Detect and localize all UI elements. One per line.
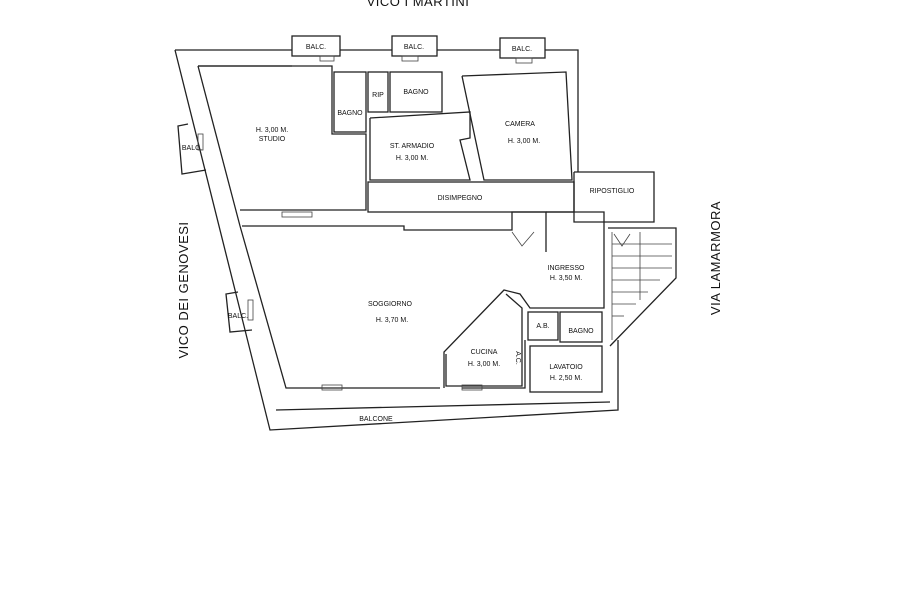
svg-text:H. 2,50 M.: H. 2,50 M. — [550, 375, 582, 382]
street-label-left: VICO DEI GENOVESI — [176, 221, 191, 358]
svg-text:BALC.: BALC. — [404, 44, 424, 51]
balcony-left-1: BALC. — [177, 123, 207, 175]
svg-text:A.B.: A.B. — [536, 323, 549, 330]
svg-text:RIP: RIP — [372, 92, 384, 99]
svg-text:LAVATOIO: LAVATOIO — [549, 364, 583, 371]
balcony-top-1: BALC. — [291, 35, 341, 57]
svg-text:H. 3,00 M.: H. 3,00 M. — [468, 361, 500, 368]
room-cucina: CUCINA H. 3,00 M. A.C. — [445, 293, 523, 387]
svg-text:H. 3,00 M.: H. 3,00 M. — [396, 155, 428, 162]
room-lavatoio: LAVATOIO H. 2,50 M. — [529, 345, 603, 393]
room-camera: CAMERA H. 3,00 M. — [461, 71, 573, 181]
svg-text:STUDIO: STUDIO — [259, 136, 286, 143]
svg-text:BALC.: BALC. — [306, 44, 326, 51]
svg-text:BALC.: BALC. — [182, 145, 202, 152]
svg-text:H. 3,50 M.: H. 3,50 M. — [550, 275, 582, 282]
street-label-top: VICO I MARTINI — [367, 0, 470, 9]
room-bagno-2: BAGNO — [389, 71, 443, 113]
svg-text:BAGNO: BAGNO — [403, 89, 429, 96]
svg-text:BALC.: BALC. — [228, 313, 248, 320]
room-soggiorno: SOGGIORNO H. 3,70 M. — [242, 211, 547, 324]
svg-text:H. 3,00 M.: H. 3,00 M. — [256, 127, 288, 134]
svg-text:BALCONE: BALCONE — [359, 416, 393, 423]
room-studio: H. 3,00 M. STUDIO — [198, 65, 367, 211]
svg-text:H. 3,70 M.: H. 3,70 M. — [376, 317, 408, 324]
svg-text:INGRESSO: INGRESSO — [548, 265, 586, 272]
svg-text:DISIMPEGNO: DISIMPEGNO — [438, 195, 483, 202]
balcony-top-2: BALC. — [391, 35, 438, 57]
room-armadio: ST. ARMADIO H. 3,00 M. — [369, 111, 471, 181]
room-bagno-1: BAGNO — [333, 71, 367, 133]
svg-text:A.C.: A.C. — [514, 351, 521, 365]
balcony-top-3: BALC. — [499, 37, 546, 59]
svg-text:BAGNO: BAGNO — [568, 328, 594, 335]
svg-text:BAGNO: BAGNO — [337, 110, 363, 117]
svg-text:H. 3,00 M.: H. 3,00 M. — [508, 138, 540, 145]
balcony-bottom: BALCONE — [275, 401, 611, 423]
svg-text:SOGGIORNO: SOGGIORNO — [368, 301, 413, 308]
street-label-right: VIA LAMARMORA — [708, 201, 723, 315]
outer-walls — [174, 49, 619, 431]
balcony-left-2: BALC. — [225, 291, 253, 333]
door-swing-ingresso — [511, 231, 535, 247]
window-markers — [197, 55, 533, 391]
svg-text:RIPOSTIGLIO: RIPOSTIGLIO — [590, 188, 635, 195]
room-ripostiglio: RIPOSTIGLIO — [573, 171, 655, 223]
svg-text:CAMERA: CAMERA — [505, 121, 535, 128]
svg-text:BALC.: BALC. — [512, 46, 532, 53]
room-rip: RIP — [367, 71, 389, 113]
room-ab: A.B. — [527, 311, 559, 341]
room-bagno-3: BAGNO — [559, 311, 603, 343]
room-disimpegno: DISIMPEGNO — [367, 181, 575, 213]
staircase — [608, 227, 677, 347]
svg-text:ST. ARMADIO: ST. ARMADIO — [390, 143, 435, 150]
svg-text:CUCINA: CUCINA — [471, 349, 498, 356]
room-ingresso: INGRESSO H. 3,50 M. — [443, 211, 605, 388]
